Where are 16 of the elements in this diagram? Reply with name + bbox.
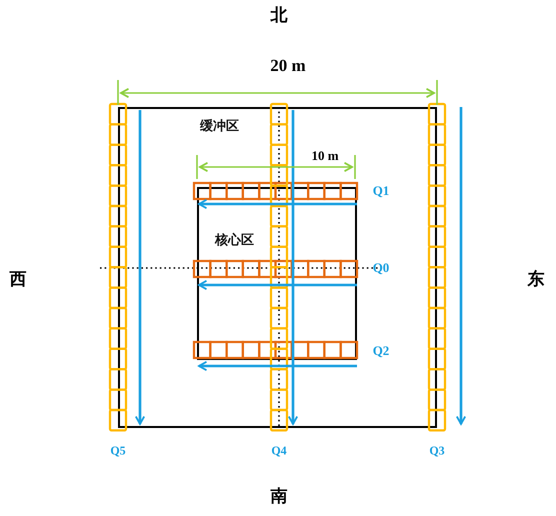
plot-boundary xyxy=(197,187,357,360)
sampling-label: Q4 xyxy=(271,444,287,458)
dimension-label: 20 m xyxy=(270,56,306,76)
sampling-label: Q5 xyxy=(110,444,126,458)
sampling-label: Q1 xyxy=(372,183,390,199)
sampling-label: Q0 xyxy=(372,260,390,276)
dimension-label: 10 m xyxy=(311,148,339,164)
sampling-label: Q3 xyxy=(429,444,445,458)
sampling-label: Q2 xyxy=(372,343,390,359)
zone-label: 核心区 xyxy=(215,231,254,249)
direction-label: 西 xyxy=(10,268,26,290)
direction-label: 东 xyxy=(528,268,544,290)
plot-boundary xyxy=(118,107,437,428)
zone-label: 缓冲区 xyxy=(200,117,239,135)
direction-label: 南 xyxy=(270,486,288,508)
direction-label: 北 xyxy=(270,4,288,26)
